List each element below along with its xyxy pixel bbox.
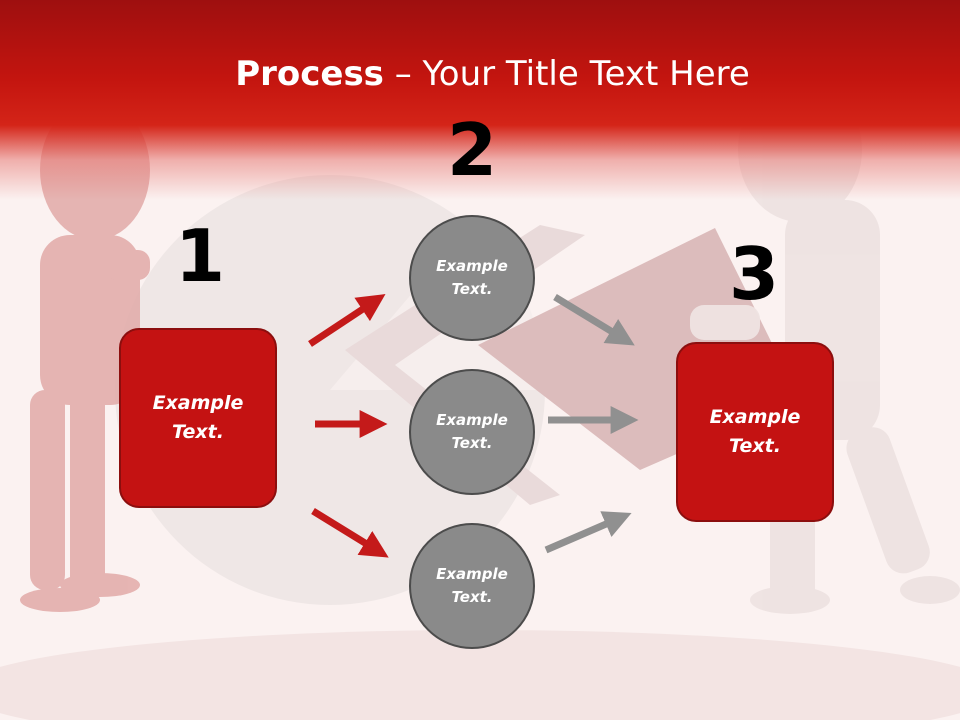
step-number-3: 3 — [728, 232, 780, 316]
circle-top-text: Example Text. — [436, 257, 508, 298]
step-1-box: Example Text. — [119, 328, 277, 508]
step-1-box-text: Example Text. — [152, 392, 244, 443]
step-number-1: 1 — [174, 214, 226, 298]
step-3-box: Example Text. — [676, 342, 834, 522]
header-band — [0, 0, 960, 200]
slide-title: Process – Your Title Text Here — [0, 52, 960, 96]
circle-bottom-text: Example Text. — [436, 565, 508, 606]
gray-arrow-up — [544, 511, 632, 554]
step-2-circle-top: Example Text. — [409, 215, 535, 341]
left-figure-illustration — [20, 100, 150, 612]
title-bold: Process — [235, 54, 384, 94]
step-2-circle-middle: Example Text. — [409, 369, 535, 495]
gray-arrow-down — [553, 294, 635, 346]
step-number-2: 2 — [446, 108, 498, 192]
circle-middle-text: Example Text. — [436, 411, 508, 452]
red-arrow-up — [308, 294, 386, 347]
step-2-circle-bottom: Example Text. — [409, 523, 535, 649]
step-3-box-text: Example Text. — [709, 406, 801, 457]
title-rest: – Your Title Text Here — [383, 54, 750, 94]
red-arrow-down — [311, 508, 389, 558]
